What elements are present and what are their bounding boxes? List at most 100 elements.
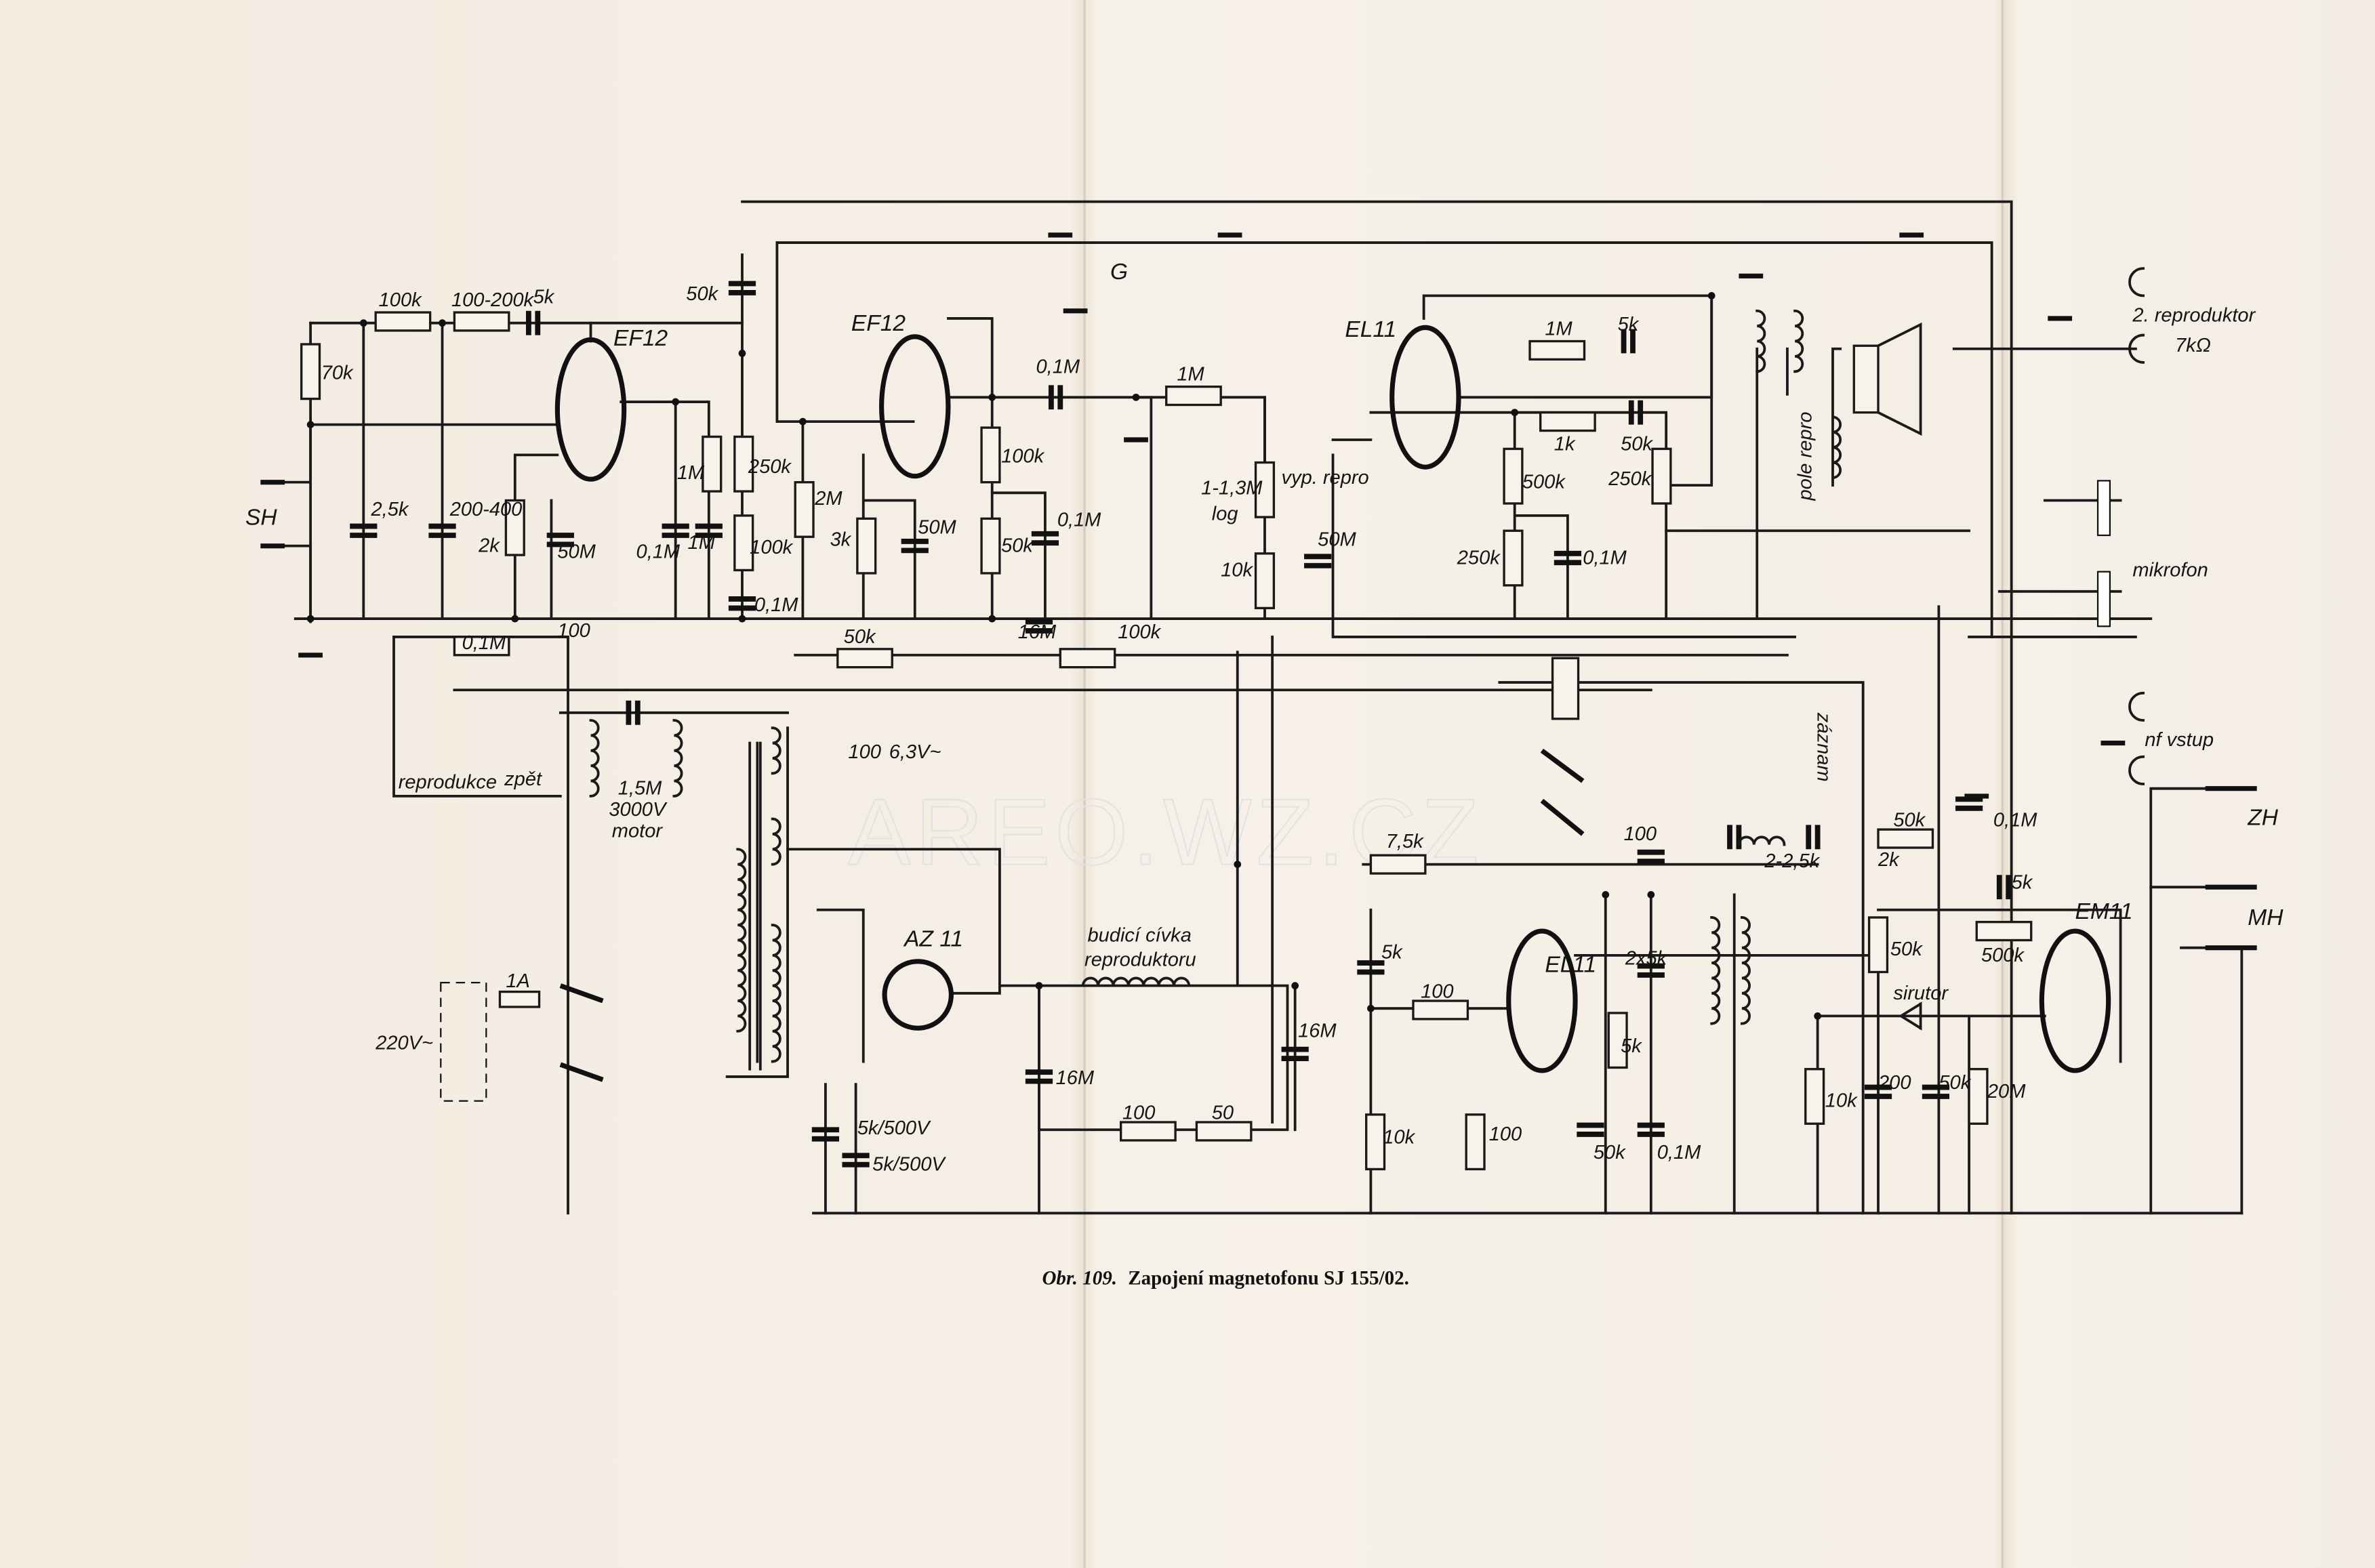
component-value: 10k — [1825, 1090, 1858, 1112]
resistor — [1195, 1121, 1253, 1142]
junction — [359, 319, 367, 327]
wire — [741, 200, 2013, 1215]
component-value: 1M — [1545, 318, 1572, 340]
component-value: 50k — [1594, 1142, 1626, 1163]
component-value: 0,1M — [1993, 810, 2037, 831]
tube-label: EM11 — [2075, 899, 2133, 924]
figure-caption: Obr. 109. Zapojení magnetofonu SJ 155/02… — [1042, 1267, 1408, 1289]
wire — [620, 400, 710, 620]
figure-title: Zapojení magnetofonu SJ 155/02. — [1128, 1267, 1409, 1289]
junction — [439, 319, 446, 327]
component-value: 0,1M — [636, 541, 681, 563]
resistor — [374, 311, 432, 332]
coil — [672, 719, 683, 798]
component-value: 5k — [1381, 941, 1403, 963]
component-value: 50k — [1938, 1072, 1971, 1094]
resistor — [733, 514, 754, 572]
note-label: log — [1212, 503, 1238, 525]
wire — [1877, 908, 2122, 1063]
resistor — [1254, 552, 1276, 610]
wire — [947, 396, 1153, 620]
junction — [1814, 1012, 1821, 1020]
junction — [1367, 1004, 1375, 1012]
note-label: 100 — [848, 741, 880, 763]
component-value: 0,1M — [1057, 510, 1101, 531]
mains-plug — [440, 982, 487, 1102]
junction — [1647, 890, 1655, 899]
jack-socket — [2128, 755, 2145, 785]
connector-label: 7kΩ — [2175, 335, 2211, 356]
note-label: 1,5M — [618, 778, 662, 800]
component-value: 0,1M — [462, 632, 506, 654]
component-value: 5k/500V — [872, 1154, 946, 1176]
resistor — [1804, 1068, 1825, 1125]
connector-label: 2. reproduktor — [2132, 304, 2256, 326]
component-value: 100 — [1421, 981, 1453, 1003]
component-value: 100 — [1624, 823, 1657, 845]
component-value: 2x5k — [1625, 947, 1668, 969]
resistor — [836, 648, 893, 669]
coil — [589, 719, 600, 798]
resistor — [1412, 999, 1469, 1020]
tube-em11 — [2039, 928, 2111, 1073]
component-value: 50k — [1890, 938, 1923, 960]
connector-label: ZH — [2247, 805, 2278, 830]
connector-label: 1A — [506, 970, 530, 992]
component-value: 3k — [830, 529, 852, 551]
junction — [1291, 982, 1299, 990]
junction — [306, 421, 314, 428]
tube-label: EF12 — [613, 326, 668, 351]
component-value: 100k — [379, 289, 422, 311]
junction — [1602, 890, 1610, 899]
resistor — [504, 499, 525, 556]
component-value: 250k — [748, 456, 792, 478]
component-value: 2k — [478, 535, 500, 557]
note-label: záznam — [1813, 712, 1835, 782]
connector-label: nf vstup — [2145, 729, 2214, 751]
resistor — [1119, 1121, 1177, 1142]
component-value: 50k — [1893, 810, 1926, 831]
coil — [1081, 976, 1191, 987]
junction — [738, 350, 746, 357]
resistor — [453, 311, 510, 332]
wire — [824, 1083, 857, 1215]
connector-label: SH — [245, 505, 277, 530]
component-value: 1M — [1177, 364, 1204, 386]
coil — [771, 817, 781, 866]
transformer-core — [748, 741, 762, 1071]
resistor — [1059, 648, 1116, 669]
junction — [988, 393, 996, 401]
component-value: 20M — [1987, 1081, 2026, 1102]
note-label: motor — [612, 820, 664, 842]
resistor — [1877, 828, 1934, 849]
junction — [1234, 861, 1242, 868]
resistor — [1369, 854, 1427, 875]
component-value: 16M — [1018, 621, 1057, 643]
resistor — [1254, 461, 1276, 518]
resistor — [794, 480, 815, 538]
component-value: 5k — [2012, 871, 2033, 893]
component-value: 0,1M — [1583, 547, 1627, 569]
junction — [799, 417, 807, 426]
wire — [775, 241, 1993, 638]
component-value: 100 — [557, 620, 590, 642]
resistor — [1165, 385, 1222, 407]
component-value: 50k — [1621, 434, 1653, 455]
component-value: 50k — [844, 626, 876, 648]
junction — [1511, 409, 1519, 417]
component-value: 200 — [1877, 1072, 1911, 1094]
component-value: 100 — [1122, 1102, 1155, 1124]
component-value: 5k — [1621, 1035, 1642, 1057]
coil — [1737, 835, 1786, 846]
resistor — [1651, 447, 1672, 505]
component-value: 10k — [1221, 559, 1253, 581]
component-value: 0,1M — [1657, 1142, 1701, 1163]
component-value: 2k — [1877, 849, 1900, 871]
wire — [786, 848, 1001, 995]
resistor — [1503, 529, 1524, 587]
component-value: 7,5k — [1386, 831, 1424, 852]
wire — [271, 544, 312, 620]
resistor — [1539, 411, 1596, 432]
note-label: budicí cívka — [1088, 925, 1192, 947]
